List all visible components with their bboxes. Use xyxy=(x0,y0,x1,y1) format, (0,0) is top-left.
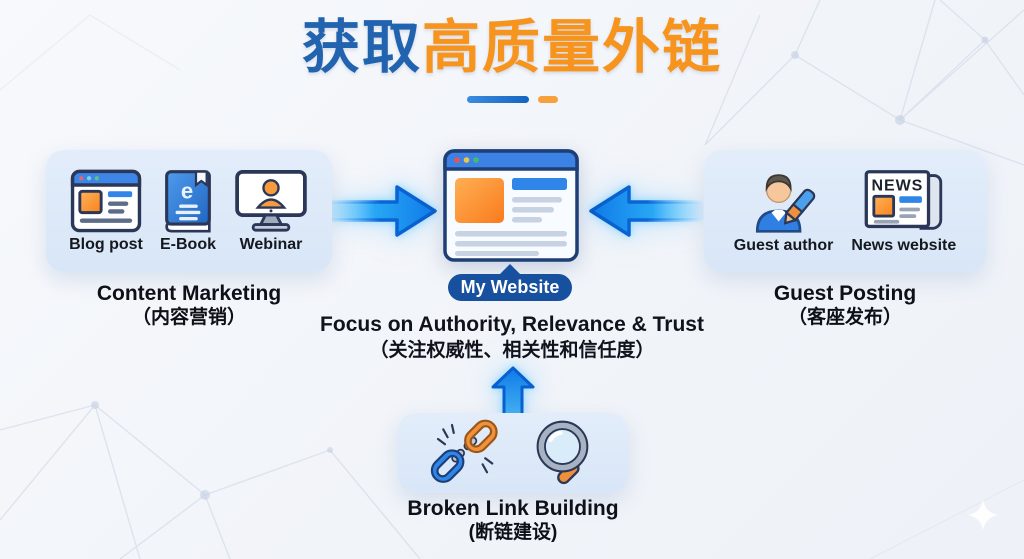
guest-posting-card: Guest author NEWS News website xyxy=(704,150,986,272)
guest-posting-title-en: Guest Posting xyxy=(773,282,917,305)
content-marketing-title-zh: （内容营销） xyxy=(131,307,246,328)
arrow-right-icon xyxy=(323,185,437,237)
ebook-label: E-Book xyxy=(160,235,216,253)
broken-link-title-en: Broken Link Building xyxy=(407,497,619,520)
underline-dash-orange xyxy=(537,96,558,103)
news-headline: NEWS xyxy=(871,176,923,194)
broken-link-icon xyxy=(430,419,498,483)
ebook-icon: e xyxy=(165,169,211,233)
list-item: Blog post xyxy=(69,169,143,254)
guest-posting-caption: Guest Posting （客座发布） xyxy=(704,281,986,330)
title-text-orange: 高质量外链 xyxy=(422,15,723,80)
my-website-label: My Website xyxy=(460,277,560,297)
content-marketing-caption: Content Marketing （内容营销） xyxy=(46,281,332,330)
list-item: e E-Book xyxy=(157,169,219,254)
guest-posting-title-zh: （客座发布） xyxy=(787,307,902,328)
list-item: Guest author xyxy=(733,168,834,255)
guest-author-label: Guest author xyxy=(733,236,834,254)
my-website-badge: My Website xyxy=(448,264,572,301)
focus-text-zh: （关注权威性、相关性和信任度） xyxy=(369,340,655,361)
webinar-label: Webinar xyxy=(239,235,303,253)
focus-text-en: Focus on Authority, Relevance & Trust xyxy=(320,313,704,336)
content-marketing-card: Blog post e E-Book xyxy=(46,150,332,272)
arrow-up-icon xyxy=(491,366,535,418)
magnifier-icon xyxy=(536,420,589,485)
title-underline xyxy=(0,96,1024,103)
webinar-icon xyxy=(235,169,307,232)
title-text-blue: 获取 xyxy=(301,15,422,80)
arrow-left-icon xyxy=(589,185,705,237)
broken-link-title-zh: (断链建设) xyxy=(468,522,558,543)
blog-post-icon xyxy=(70,169,142,232)
page-title: 获取高质量外链 xyxy=(0,16,1024,80)
ebook-letter: e xyxy=(181,178,193,203)
focus-statement: Focus on Authority, Relevance & Trust （关… xyxy=(0,312,1024,364)
sparkle-icon xyxy=(968,500,998,530)
broken-link-caption: Broken Link Building (断链建设) xyxy=(363,496,663,545)
broken-link-card xyxy=(398,413,628,493)
blog-post-label: Blog post xyxy=(69,235,143,253)
guest-author-icon xyxy=(755,173,815,233)
my-website-illustration xyxy=(443,149,579,262)
list-item: Webinar xyxy=(233,169,309,254)
news-website-label: News website xyxy=(851,236,957,254)
news-website-icon: NEWS xyxy=(864,169,942,230)
list-item: NEWS News website xyxy=(851,168,956,255)
underline-dash-blue xyxy=(466,96,529,103)
content-marketing-title-en: Content Marketing xyxy=(96,282,282,305)
